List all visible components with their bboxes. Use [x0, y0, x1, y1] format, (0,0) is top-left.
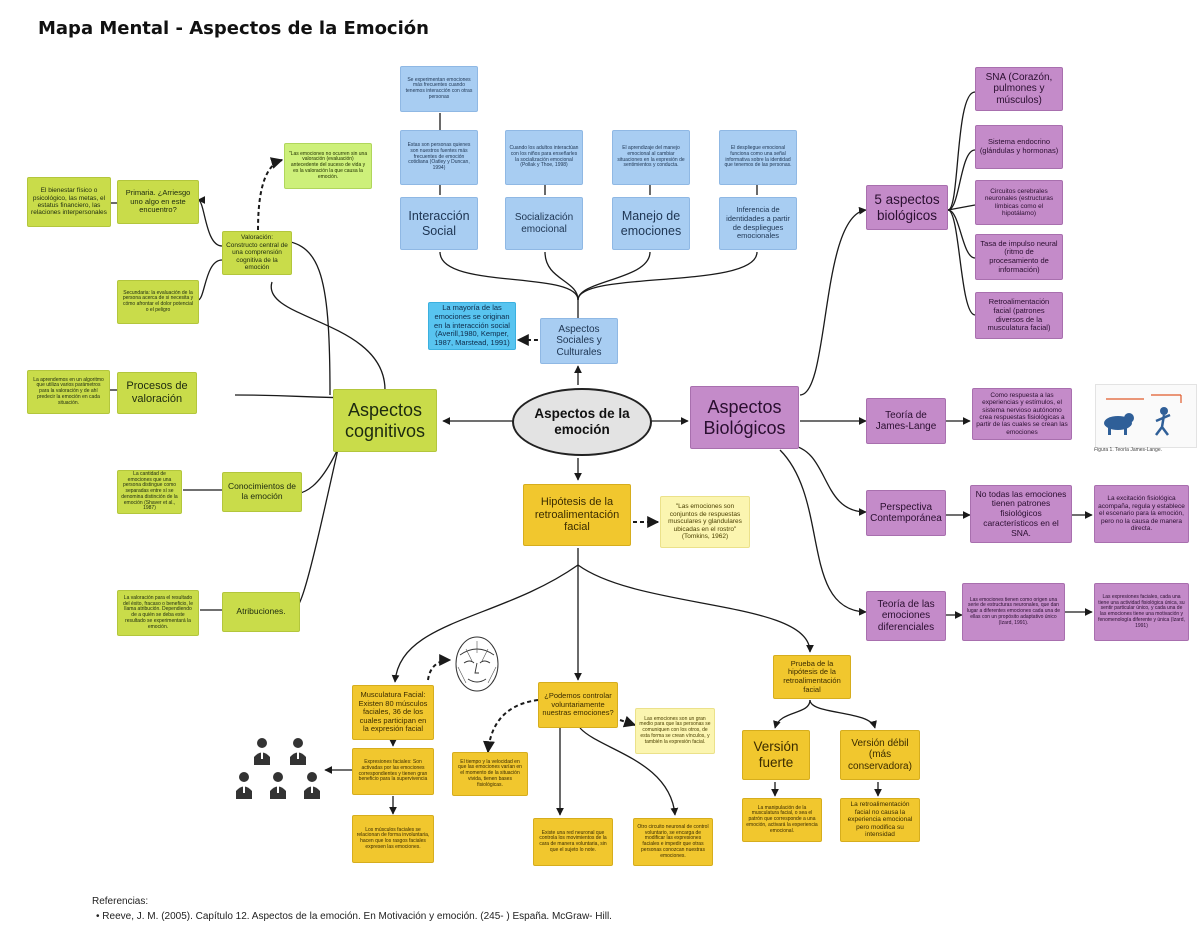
reference-item: Reeve, J. M. (2005). Capítulo 12. Aspect…	[96, 911, 612, 922]
node-sna: SNA (Corazón, pulmones y músculos)	[975, 67, 1063, 111]
face-muscles-illustration	[446, 633, 508, 695]
node-contemporanea-desc: No todas las emociones tienen patrones f…	[970, 485, 1072, 543]
node-atribuciones-desc: La valoración para el resultado del éxit…	[117, 590, 199, 636]
bear-runner-illustration	[1095, 384, 1197, 448]
node-interaccion-top: Se experimentan emociones más frecuentes…	[400, 66, 478, 112]
topic-aspectos-biologicos: Aspectos Biológicos	[690, 386, 799, 449]
topic-hipotesis-retroalimentacion: Hipótesis de la retroalimentación facial	[523, 484, 631, 546]
node-inferencia-desc: El despliegue emocional funciona como un…	[719, 130, 797, 185]
node-socializacion-desc: Cuando los adultos interactúan con los n…	[505, 130, 583, 185]
references: Referencias: Reeve, J. M. (2005). Capítu…	[92, 896, 612, 922]
node-procesos-desc: La aprendemos en un algoritmo que utiliz…	[27, 370, 110, 414]
node-mayoria-emociones: La mayoría de las emociones se originan …	[428, 302, 516, 350]
node-inferencia: Inferencia de identidades a partir de de…	[719, 197, 797, 250]
references-heading: Referencias:	[92, 896, 149, 907]
node-expresiones-faciales: Expresiones faciales: Son activadas por …	[352, 748, 434, 795]
node-cita-valoracion: "Las emociones no ocurren sin una valora…	[284, 143, 372, 189]
businessman-photo	[228, 735, 328, 803]
node-debil-desc: La retroalimentación facial no causa la …	[840, 798, 920, 842]
node-diferenciales-right: Las expresiones faciales, cada una tiene…	[1094, 583, 1189, 641]
node-manejo-emociones: Manejo de emociones	[612, 197, 690, 250]
center-topic: Aspectos de la emoción	[512, 388, 652, 456]
node-james-lange-desc: Como respuesta a las experiencias y estí…	[972, 388, 1072, 440]
page-title: Mapa Mental - Aspectos de la Emoción	[38, 18, 429, 39]
node-fuerte-desc: La manipulación de la musculatura facial…	[742, 798, 822, 842]
node-bienestar: El bienestar físico o psicológico, las m…	[27, 177, 111, 227]
node-circuitos: Circuitos cerebrales neuronales (estruct…	[975, 180, 1063, 225]
node-podemos-side: Las emociones son un gran medio para que…	[635, 708, 715, 754]
node-primaria: Primaria. ¿Arriesgo uno algo en este enc…	[117, 180, 199, 224]
topic-aspectos-cognitivos: Aspectos cognitivos	[333, 389, 437, 452]
node-emociones-diferenciales: Teoría de las emociones diferenciales	[866, 591, 946, 641]
node-version-fuerte: Versión fuerte	[742, 730, 810, 780]
node-conocimientos-desc: La cantidad de emociones que una persona…	[117, 470, 182, 514]
node-conocimientos: Conocimientos de la emoción	[222, 472, 302, 512]
node-diferenciales-desc: Las emociones tienen como origen una ser…	[962, 583, 1065, 641]
node-podemos-left: Existe una red neuronal que controla los…	[533, 818, 613, 866]
node-musculatura-bottom: Los músculos faciales se relacionan de f…	[352, 815, 434, 863]
node-prueba-hipotesis: Prueba de la hipótesis de la retroalimen…	[773, 655, 851, 699]
node-podemos-right: Otro circuito neuronal de control volunt…	[633, 818, 713, 866]
figure-caption: Figura 1. Teoría James-Lange.	[1094, 447, 1163, 454]
node-tasa-impulso: Tasa de impulso neural (ritmo de procesa…	[975, 234, 1063, 280]
node-interaccion-social: Interacción Social	[400, 197, 478, 250]
node-james-lange: Teoría de James-Lange	[866, 398, 946, 444]
node-valoracion: Valoración: Constructo central de una co…	[222, 231, 292, 275]
node-cinco-aspectos: 5 aspectos biológicos	[866, 185, 948, 230]
node-version-debil: Versión débil (más conservadora)	[840, 730, 920, 780]
node-retro-facial: Retroalimentación facial (patrones diver…	[975, 292, 1063, 339]
node-endocrino: Sistema endocrino (glándulas y hormonas)	[975, 125, 1063, 169]
node-perspectiva-contemporanea: Perspectiva Contemporánea	[866, 490, 946, 536]
topic-aspectos-sociales: Aspectos Sociales y Culturales	[540, 318, 618, 364]
node-interaccion-desc: Estas son personas quienes son nuestros …	[400, 130, 478, 185]
node-atribuciones: Atribuciones.	[222, 592, 300, 632]
node-expresiones-right: El tiempo y la velocidad en que las emoc…	[452, 752, 528, 796]
node-secundaria: Secundaria: la evaluación de la persona …	[117, 280, 199, 324]
node-manejo-desc: El aprendizaje del manejo emocional al c…	[612, 130, 690, 185]
node-cita-facial: "Las emociones son conjuntos de respuest…	[660, 496, 750, 548]
node-socializacion: Socialización emocional	[505, 197, 583, 250]
node-musculatura-facial: Musculatura Facial: Existen 80 músculos …	[352, 685, 434, 740]
node-contemporanea-right: La excitación fisiológica acompaña, regu…	[1094, 485, 1189, 543]
node-podemos-controlar: ¿Podemos controlar voluntariamente nuest…	[538, 682, 618, 728]
node-procesos-valoracion: Procesos de valoración	[117, 372, 197, 414]
